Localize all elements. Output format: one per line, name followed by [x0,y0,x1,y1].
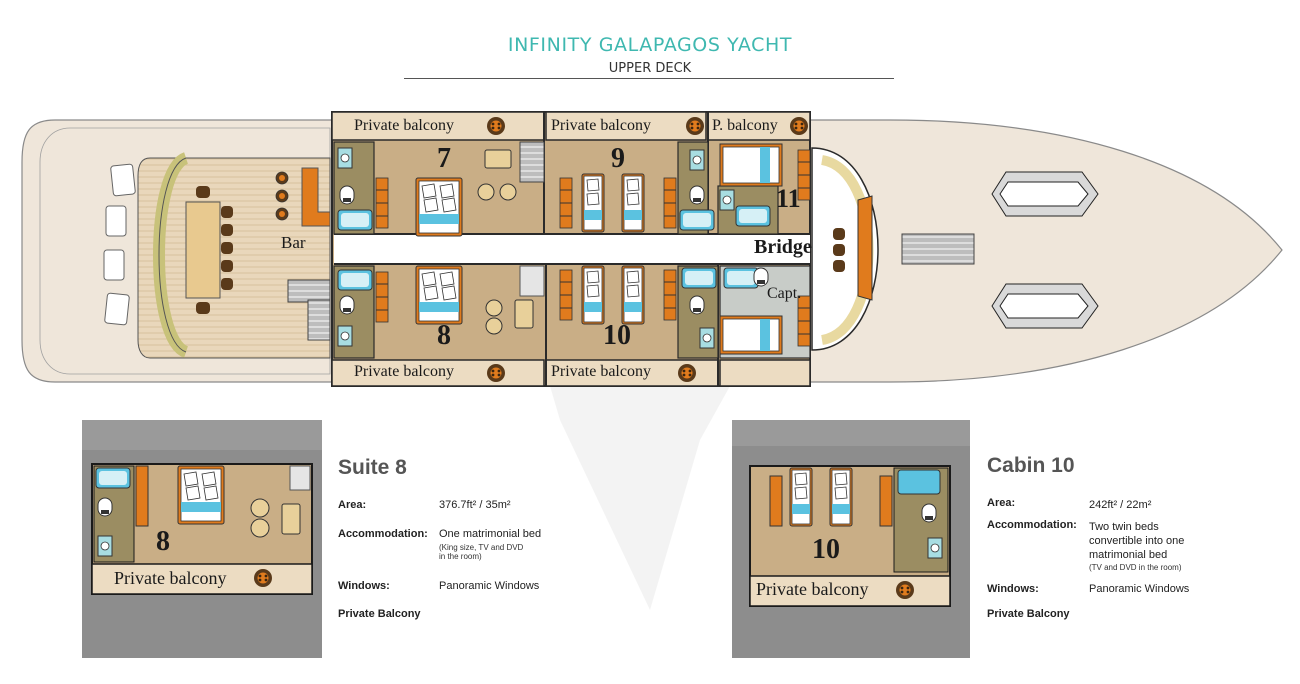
suite-8-title: Suite 8 [338,456,407,479]
suite-8-area-label: Area: [338,499,367,511]
title-divider [404,78,894,79]
bridge-label: Bridge [754,236,812,258]
suite-8-number: 8 [156,526,170,557]
stairs-aft [287,279,331,303]
cabin-11-number: 11 [776,184,801,213]
cabin-10-accommodation-value-3: matrimonial bed [1089,549,1168,561]
suite-8-accommodation-value: One matrimonial bed [439,528,542,540]
balcony-7-label: Private balcony [354,117,454,134]
cabin-9-number: 9 [611,143,625,174]
balcony-9 [545,111,707,141]
suite-8-accommodation-label: Accommodation: [338,528,428,540]
suite-8-windows-label: Windows: [338,580,390,592]
balcony-9-label: Private balcony [551,117,651,134]
dining-table [185,201,221,299]
cabin-10-area-label: Area: [987,497,1016,509]
cabin-10-windows-label: Windows: [987,583,1039,595]
corridor [334,234,810,264]
cabin-10-area-value: 242ft² / 22m² [1089,499,1152,511]
suite-8-accommodation-note-2: in the room) [439,552,482,561]
cabin-10-accommodation-value-2: convertible into one [1089,535,1185,547]
suite-8-windows-value: Panoramic Windows [439,580,540,592]
balcony-7 [331,111,545,141]
cabin-10-accommodation-value-1: Two twin beds [1089,521,1159,533]
cabin-10-title: Cabin 10 [987,454,1075,477]
cabin-10-balcony-label: Private balcony [756,579,869,599]
cabin-10-plan [732,420,970,658]
suite-8-plan [82,420,322,658]
stairs-bow [901,233,975,265]
suite-8-accommodation-note-1: (King size, TV and DVD [439,543,524,552]
cabin-10-accommodation-label: Accommodation: [987,519,1077,531]
bar-label: Bar [281,233,306,252]
cabin-10-windows-value: Panoramic Windows [1089,583,1190,595]
dining-chairs [196,186,233,314]
cabin-10-number: 10 [603,320,631,351]
suite-8-extra: Private Balcony [338,608,421,620]
balcony-11-label: P. balcony [712,117,778,134]
bar-counter [301,167,331,227]
cabin-10-extra: Private Balcony [987,608,1070,620]
cabin-8-number: 8 [437,320,451,351]
balcony-8-label: Private balcony [354,363,454,380]
stern-windows [103,163,136,326]
balcony-8 [331,359,545,387]
cabin-10-accommodation-note: (TV and DVD in the room) [1089,563,1182,572]
cabin-7-number: 7 [437,143,451,174]
suite-8-balcony-label: Private balcony [114,568,227,588]
captain-label: Capt. [767,285,802,302]
page-subtitle: UPPER DECK [608,61,692,76]
suite-8-area-value: 376.7ft² / 35m² [439,499,511,511]
cabin-10-number: 10 [812,534,840,565]
page-title: INFINITY GALAPAGOS YACHT [507,34,793,56]
balcony-10-label: Private balcony [551,363,651,380]
